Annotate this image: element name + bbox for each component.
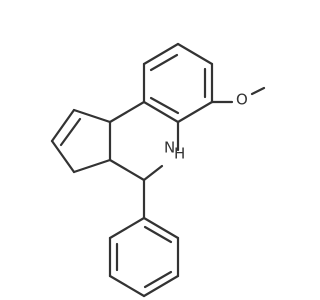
benzene-ring [142, 42, 214, 124]
bond [142, 216, 180, 240]
nitrogen-atom-label: N [164, 139, 175, 157]
methoxy-group: O [210, 86, 266, 109]
cyclopentene-ring [50, 108, 112, 174]
double-bond-inner [149, 53, 179, 72]
bond [50, 108, 76, 143]
double-bond-inner [59, 117, 82, 147]
bond [142, 164, 164, 182]
bond [72, 108, 112, 124]
bond [108, 216, 146, 240]
bond [50, 139, 76, 174]
phenyl-ring [108, 178, 180, 298]
double-bond-inner [149, 96, 180, 115]
hydrogen-atom-label: H [174, 145, 185, 163]
bond [142, 42, 180, 66]
bond [108, 274, 146, 298]
double-bond-inner [143, 225, 173, 244]
bond [176, 42, 214, 66]
double-bond-inner [143, 270, 173, 289]
bond [108, 158, 146, 182]
bond [108, 100, 146, 124]
bond [72, 158, 112, 174]
bond [142, 274, 180, 298]
oxygen-atom-label: O [236, 91, 248, 109]
bond [176, 100, 214, 124]
bond [250, 86, 266, 96]
molecule-structure: O N H [50, 42, 266, 298]
bond [142, 100, 180, 124]
piperidine-ring: N H [108, 100, 185, 182]
